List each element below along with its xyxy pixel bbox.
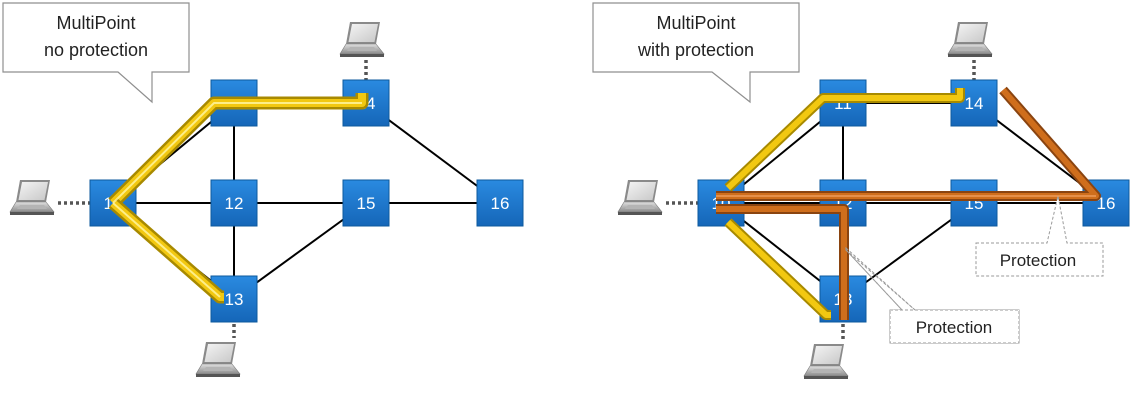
protection-note-2: Protection: [845, 246, 1020, 344]
primary-path-highlight-14: [112, 102, 362, 204]
primary-path-highlight-13: [112, 202, 221, 298]
right-callout: MultiPoint with protection: [592, 2, 800, 104]
protection-label-2: Protection: [916, 318, 993, 337]
node-13-label: 13: [225, 290, 244, 309]
protection-path-13: [716, 206, 847, 320]
node-15-label: 15: [357, 194, 376, 213]
left-links: [112, 102, 501, 300]
right-primary-path: [724, 88, 965, 320]
primary-path-13: [725, 219, 831, 318]
left-callout: MultiPoint no protection: [2, 2, 190, 104]
callout-line2: no protection: [44, 40, 148, 60]
node-15[interactable]: 15: [342, 179, 390, 227]
node-12[interactable]: 12: [210, 179, 258, 227]
laptop-icon: [947, 21, 993, 58]
left-panel: 10 11 12 13 14 15 16: [2, 2, 524, 378]
node-15[interactable]: 15: [950, 179, 998, 227]
protection-label-1: Protection: [1000, 251, 1077, 270]
laptop-icon: [9, 179, 55, 216]
callout-line1: MultiPoint: [56, 13, 135, 33]
node-14-label: 14: [965, 94, 984, 113]
node-16-label: 16: [491, 194, 510, 213]
left-primary-path: [108, 93, 369, 304]
primary-path-14: [725, 88, 963, 191]
right-protection-path: [716, 86, 1101, 320]
callout-line1: MultiPoint: [656, 13, 735, 33]
node-16-label: 16: [1097, 194, 1116, 213]
node-12-label: 12: [225, 194, 244, 213]
laptop-icon: [617, 179, 663, 216]
callout-line2: with protection: [637, 40, 754, 60]
node-10[interactable]: 10: [697, 179, 745, 227]
node-16[interactable]: 16: [476, 179, 524, 227]
laptop-icon: [803, 343, 849, 380]
protection-note-1: Protection: [975, 195, 1104, 277]
right-panel: 10 11 12 13 14 15 16: [592, 2, 1130, 380]
laptop-icon: [195, 341, 241, 378]
laptop-icon: [339, 21, 385, 58]
